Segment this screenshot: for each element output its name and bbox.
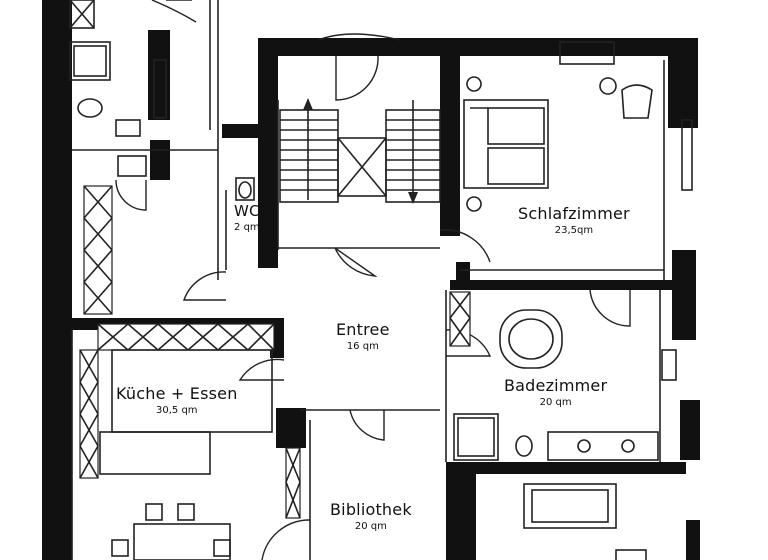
library-pier: [276, 408, 306, 448]
sink-icon: [621, 439, 635, 453]
room-label-bibliothek: Bibliothek 20 qm: [330, 500, 412, 532]
chair: [213, 539, 231, 557]
shower-tray: [453, 413, 499, 461]
staircase: [279, 98, 441, 204]
arrow-up-icon: [303, 98, 313, 110]
bathtub-icon: [499, 309, 563, 369]
corridor-pier: [456, 262, 470, 282]
washer-icon: [117, 155, 147, 177]
wc-north-wall: [222, 124, 258, 138]
small-pier: [150, 140, 170, 180]
interior-lines: [71, 0, 665, 560]
room-area: 30,5 qm: [156, 405, 198, 416]
room-area: 20 qm: [354, 521, 387, 532]
door-top: [151, 0, 197, 23]
room-name: Entree: [336, 320, 390, 339]
door-kitchen: [238, 358, 285, 381]
door-library: [349, 409, 385, 441]
lamp-icon: [599, 77, 617, 95]
door-utility: [115, 179, 147, 211]
east-wall-bottom: [686, 520, 700, 560]
room-name: WC: [234, 202, 260, 220]
room-label-entree: Entree 16 qm: [336, 320, 390, 352]
stair-east-wall: [440, 56, 460, 176]
lower-room-wall: [446, 474, 476, 560]
bedroom-window-niche: [559, 41, 615, 65]
chair: [177, 503, 195, 521]
dining-table: [133, 523, 231, 560]
shower-top: [69, 0, 95, 29]
exterior-walls: [42, 0, 700, 560]
lower-room-furniture: [523, 483, 647, 560]
chair: [145, 503, 163, 521]
east-wall-low: [680, 400, 700, 460]
bed-lower: [523, 483, 617, 529]
room-area: 2 qm: [234, 222, 260, 233]
toilet-icon: [77, 98, 103, 118]
door-bath-east: [589, 289, 631, 327]
door-library-south: [261, 519, 311, 560]
door-arc-top: [317, 33, 401, 41]
sink-icon: [115, 119, 141, 137]
east-wall-upper: [668, 38, 698, 128]
shower: [69, 41, 111, 81]
room-label-kueche: Küche + Essen 30,5 qm: [116, 384, 238, 416]
wc-toilet-icon: [235, 177, 255, 201]
east-wall-mid: [672, 250, 696, 340]
chair: [111, 539, 129, 557]
door-entree-north: [334, 247, 378, 277]
room-area: 20 qm: [539, 397, 572, 408]
room-name: Badezimmer: [504, 376, 608, 395]
double-bed: [463, 99, 549, 189]
bedroom-west-wall: [440, 176, 460, 236]
door-corridor: [183, 271, 227, 301]
vanity: [547, 431, 659, 461]
room-label-schlafzimmer: Schlafzimmer 23,5qm: [518, 204, 630, 236]
room-label-wc: WC 2 qm: [234, 202, 260, 233]
kitchen-island: [99, 431, 211, 475]
door-bedroom: [439, 229, 491, 263]
room-name: Schlafzimmer: [518, 204, 630, 223]
bedroom-furniture: [463, 41, 693, 212]
bath-north-wall: [450, 280, 680, 290]
bath-fixtures: [69, 0, 255, 201]
room-area: 16 qm: [346, 341, 379, 352]
north-wall: [258, 38, 698, 56]
cabinets: [79, 185, 471, 519]
room-name: Küche + Essen: [116, 384, 238, 403]
armchair-icon: [621, 84, 653, 119]
lamp-icon: [466, 76, 482, 92]
toilet-icon: [515, 435, 533, 457]
room-label-badezimmer: Badezimmer 20 qm: [504, 376, 607, 408]
stair-west-wall: [258, 38, 278, 268]
room-area: 23,5qm: [554, 225, 594, 236]
bath-south-wall: [446, 462, 686, 474]
arrow-down-icon: [408, 192, 418, 204]
badezimmer-fixtures: [453, 309, 677, 461]
doors: [115, 0, 631, 560]
lamp-icon: [466, 196, 482, 212]
door-stairwell: [335, 55, 379, 101]
kitchen-furniture: [99, 349, 273, 560]
room-name: Bibliothek: [330, 500, 412, 519]
west-wall: [42, 0, 72, 560]
sink-icon: [577, 439, 591, 453]
